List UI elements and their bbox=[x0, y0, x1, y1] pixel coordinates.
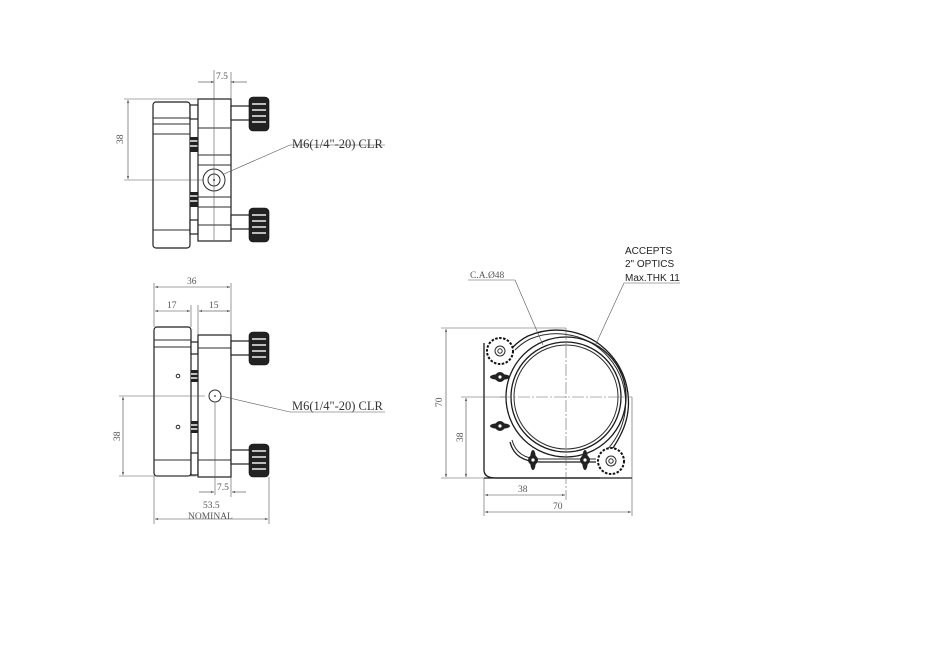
dim-knob-offset-top: 7.5 bbox=[216, 72, 228, 82]
side-view-bottom: 36 17 15 38 7.5 53.5 NOMINAL M6(1/4"-20)… bbox=[113, 277, 385, 524]
locking-screw-icon bbox=[490, 421, 510, 431]
locking-screw-icon bbox=[580, 450, 590, 470]
dim-height-top: 38 bbox=[116, 134, 126, 144]
adjuster-knob-icon bbox=[248, 96, 270, 132]
front-view: 70 38 38 70 C.A.Ø48 ACCEPTS 2" OPTICS Ma… bbox=[435, 246, 680, 516]
dim-rear-plate: 15 bbox=[209, 301, 219, 311]
front-plate bbox=[152, 101, 191, 249]
accepts-line-3: Max.THK 11 bbox=[625, 273, 680, 284]
dim-nominal-label: NOMINAL bbox=[188, 512, 233, 522]
adjuster-knob-icon bbox=[248, 331, 270, 366]
accepts-line-1: ACCEPTS bbox=[625, 246, 673, 257]
adjuster-knob-icon bbox=[486, 337, 514, 365]
dim-nominal-value: 53.5 bbox=[203, 501, 220, 511]
dim-height-overall: 70 bbox=[435, 397, 445, 407]
side-view-top: 7.5 38 M6(1/4"-20) CLR bbox=[116, 70, 385, 249]
dim-front-plate: 17 bbox=[167, 301, 177, 311]
dim-width-center: 38 bbox=[518, 485, 528, 495]
front-plate bbox=[153, 326, 192, 477]
spring-icon bbox=[190, 137, 198, 152]
ball-contact-bottom bbox=[189, 219, 199, 235]
dim-height-center: 38 bbox=[456, 432, 466, 442]
spring-icon bbox=[190, 192, 198, 207]
dim-width-overall: 70 bbox=[553, 502, 563, 512]
rear-plate bbox=[197, 334, 232, 478]
dim-knob-offset-bottom: 7.5 bbox=[217, 483, 229, 493]
ball-contact-top bbox=[189, 104, 199, 120]
callout-mounting-hole-top: M6(1/4"-20) CLR bbox=[292, 137, 384, 151]
rear-plate bbox=[197, 98, 232, 242]
locking-screw-icon bbox=[490, 372, 510, 382]
locking-screw-icon bbox=[528, 450, 538, 470]
ring-housing bbox=[512, 329, 630, 453]
callout-mounting-hole-bottom: M6(1/4"-20) CLR bbox=[292, 399, 384, 413]
dim-height-bottom: 38 bbox=[113, 431, 123, 441]
accepts-line-2: 2" OPTICS bbox=[625, 259, 674, 270]
adjuster-knob-icon bbox=[248, 207, 270, 243]
adjuster-knob-icon bbox=[248, 443, 270, 478]
clear-aperture-label: C.A.Ø48 bbox=[470, 271, 505, 281]
adjuster-knob-icon bbox=[597, 447, 625, 475]
dim-overall-depth: 36 bbox=[187, 277, 197, 287]
